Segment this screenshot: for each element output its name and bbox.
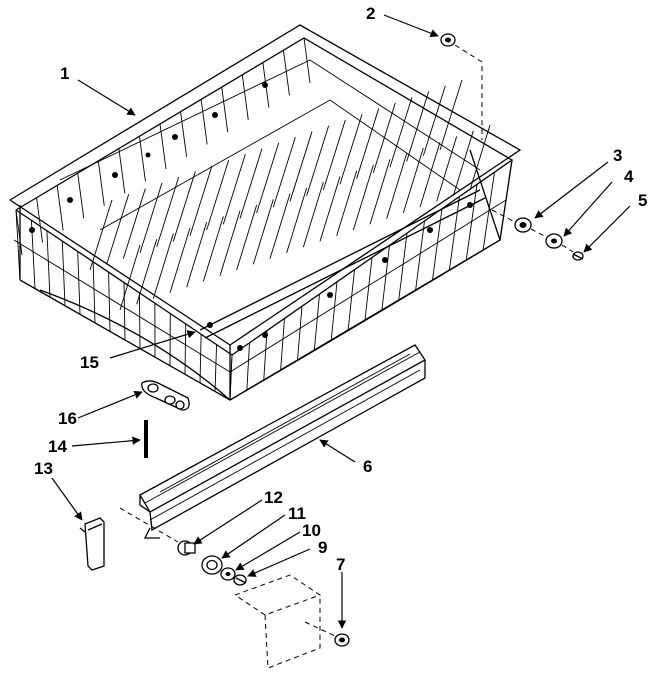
callout-13: 13 — [34, 459, 53, 478]
callout-14: 14 — [48, 437, 67, 456]
rack-rivets — [29, 82, 473, 351]
leader-lines — [51, 14, 631, 629]
mount-bracket-outline — [234, 574, 336, 669]
callout-12: 12 — [264, 488, 283, 507]
callout-2: 2 — [366, 4, 375, 23]
wheel-part-3 — [491, 209, 532, 233]
end-clip-part-13 — [79, 517, 105, 571]
callout-9: 9 — [318, 538, 327, 557]
dish-rack — [9, 24, 522, 401]
callout-16: 16 — [58, 409, 77, 428]
callout-15: 15 — [80, 353, 99, 372]
callout-10: 10 — [302, 521, 321, 540]
rack-track-part-6 — [139, 344, 426, 539]
callout-4: 4 — [624, 167, 634, 186]
callout-3: 3 — [613, 146, 622, 165]
wheel-part-4 — [530, 228, 563, 249]
callout-labels: 1 2 3 4 5 6 7 9 10 11 12 13 14 15 16 — [34, 4, 647, 574]
screw-part-5 — [561, 244, 584, 261]
callout-5: 5 — [638, 191, 647, 210]
washer-part-10 — [220, 567, 236, 581]
screw-part-9 — [233, 574, 247, 586]
callout-11: 11 — [288, 504, 306, 523]
pin-part-14 — [144, 420, 148, 458]
wheel-part-11 — [201, 555, 223, 575]
upper-wheel-part-2 — [440, 33, 483, 140]
rack-front-wires — [15, 209, 233, 401]
callout-1: 1 — [60, 64, 69, 83]
stop-part-12 — [177, 540, 196, 556]
wheel-bracket-part-16 — [141, 380, 190, 411]
nut-part-7 — [334, 633, 350, 647]
callout-6: 6 — [363, 457, 372, 476]
rack-side-wires — [15, 37, 513, 401]
callout-7: 7 — [336, 555, 345, 574]
rack-tines — [89, 79, 491, 311]
